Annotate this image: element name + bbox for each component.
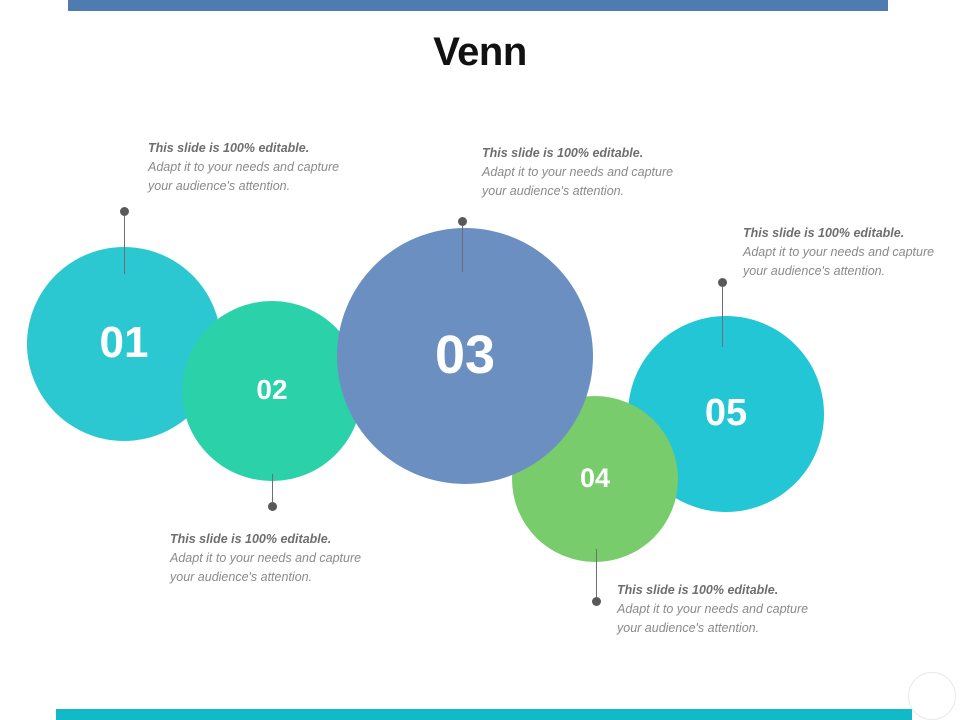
callout-body: Adapt it to your needs and capture your … — [148, 160, 340, 193]
venn-circle-02-label: 02 — [256, 374, 288, 405]
callout-body: Adapt it to your needs and capture your … — [170, 551, 362, 584]
callout-headline: This slide is 100% editable. — [148, 141, 310, 155]
bottom-accent-bar — [56, 709, 912, 720]
decorative-circle-outline — [908, 672, 956, 720]
callout-text-01[interactable]: This slide is 100% editable. Adapt it to… — [148, 139, 358, 196]
callout-headline: This slide is 100% editable. — [482, 146, 644, 160]
venn-circle-03-label: 03 — [434, 325, 496, 385]
callout-body: Adapt it to your needs and capture your … — [743, 245, 935, 278]
leader-stem — [462, 226, 463, 272]
callout-text-03[interactable]: This slide is 100% editable. Adapt it to… — [482, 144, 692, 201]
callout-text-04[interactable]: This slide is 100% editable. Adapt it to… — [617, 581, 827, 638]
callout-text-05[interactable]: This slide is 100% editable. Adapt it to… — [743, 224, 953, 281]
venn-circle-01-label: 01 — [99, 318, 149, 367]
venn-circle-04-label: 04 — [579, 462, 611, 493]
callout-body: Adapt it to your needs and capture your … — [482, 165, 674, 198]
leader-stem — [272, 474, 273, 502]
leader-dot-icon — [718, 278, 727, 287]
callout-headline: This slide is 100% editable. — [170, 532, 332, 546]
leader-dot-icon — [268, 502, 277, 511]
callout-headline: This slide is 100% editable. — [743, 226, 905, 240]
leader-stem — [596, 549, 597, 597]
leader-dot-icon — [592, 597, 601, 606]
callout-body: Adapt it to your needs and capture your … — [617, 602, 809, 635]
page-title: Venn — [433, 30, 527, 74]
venn-circle-02[interactable]: 02 — [182, 301, 362, 481]
leader-dot-icon — [458, 217, 467, 226]
top-accent-bar — [68, 0, 888, 11]
leader-stem — [124, 216, 125, 274]
leader-dot-icon — [120, 207, 129, 216]
venn-circle-05-label: 05 — [704, 392, 748, 434]
venn-circle-03[interactable]: 03 — [337, 228, 593, 484]
leader-stem — [722, 287, 723, 347]
callout-text-02[interactable]: This slide is 100% editable. Adapt it to… — [170, 530, 380, 587]
callout-headline: This slide is 100% editable. — [617, 583, 779, 597]
